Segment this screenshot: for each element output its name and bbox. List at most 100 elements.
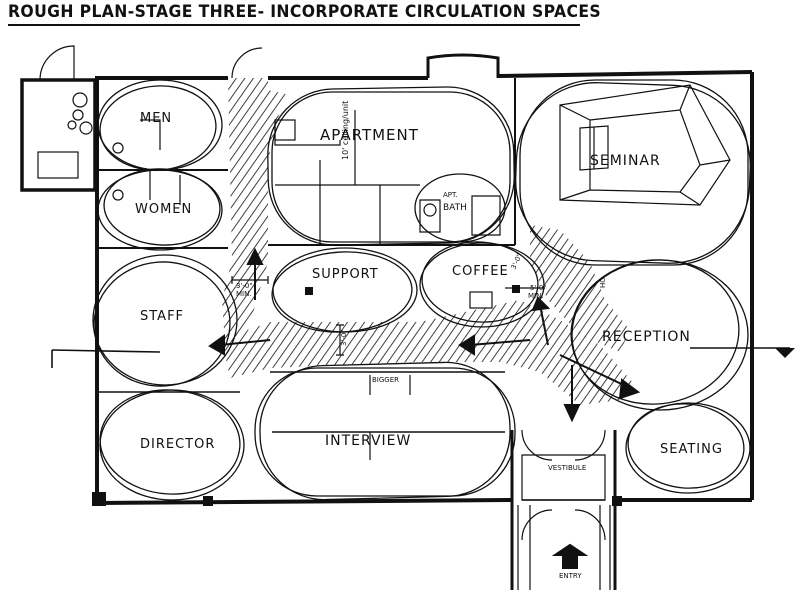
room-bubbles: [92, 79, 751, 501]
hatch-main-corridor: [222, 300, 635, 405]
seminar-bubble: [519, 79, 749, 266]
arrow-reception-east: [559, 354, 641, 400]
ceiling-note: 10' ceiling/unit: [341, 101, 350, 160]
column: [203, 496, 213, 506]
seminar-perspective: [559, 84, 731, 206]
apartment-kitchen: [274, 120, 341, 146]
bigger-note: BIGGER: [372, 376, 399, 384]
label-staff: STAFF: [140, 309, 184, 324]
min-right-unit: MIN.: [528, 292, 544, 300]
section-arrow-east: [775, 348, 795, 358]
label-coffee: COFFEE: [452, 264, 509, 279]
women-bubble: [97, 169, 223, 251]
hatch-west-corridor: [222, 78, 268, 345]
label-women: WOMEN: [135, 202, 192, 217]
men-bubble-trace: [99, 85, 217, 171]
interview-bubble-trace: [259, 361, 511, 501]
label-entry: ENTRY: [559, 572, 582, 580]
walls: [20, 45, 754, 590]
min-center-dimension: 3'-0": [340, 329, 348, 346]
section-marker-east: [775, 348, 795, 358]
arrow-west-staff: [208, 334, 271, 356]
reception-bubble-trace: [570, 259, 740, 405]
ho-note: HO: [599, 277, 607, 288]
vestibule-door-swing-top: [521, 429, 606, 461]
label-vestibule: VESTIBULE: [548, 464, 586, 472]
apartment-bubble-trace: [267, 86, 515, 246]
label-reception: RECEPTION: [602, 329, 691, 345]
apartment-grid: [275, 160, 420, 245]
restroom-partitions: [140, 119, 181, 205]
circulation-hatch: [222, 78, 635, 405]
label-interview: INTERVIEW: [325, 433, 411, 449]
coffee-counter: [469, 291, 493, 309]
shed-wall: [20, 78, 97, 192]
bath-bubble: [414, 173, 506, 243]
interior-wall-interview: [270, 371, 505, 433]
kitchen-counter: [274, 119, 296, 141]
corridor-width-note: 3'-0": [510, 252, 524, 270]
sheet-title: ROUGH PLAN-STAGE THREE- INCORPORATE CIRC…: [8, 2, 602, 22]
label-apt: APT.: [443, 191, 458, 199]
dimension-west: [231, 276, 269, 284]
label-support: SUPPORT: [312, 267, 379, 282]
shed-sink: [37, 151, 79, 179]
label-director: DIRECTOR: [140, 437, 215, 452]
north-door-swing: [231, 47, 263, 79]
bay-projection: [426, 53, 500, 78]
columns: [92, 285, 622, 506]
column: [512, 285, 520, 293]
arrow-vestibule-south: [563, 365, 581, 423]
seminar-bubble-trace: [515, 82, 751, 264]
entry-arrow: [551, 543, 589, 569]
vestibule-box: [521, 454, 606, 501]
circulation-arrows: [208, 247, 641, 569]
hatch-apartment-scribble: [268, 90, 290, 160]
shed-fixture: [67, 120, 77, 130]
staff-bubble: [92, 254, 238, 386]
support-bubble-trace: [271, 251, 413, 333]
arrow-corridor-center: [458, 334, 531, 356]
label-bath: BATH: [443, 203, 467, 213]
column: [612, 496, 622, 506]
label-apartment: APARTMENT: [320, 126, 419, 144]
support-bubble: [272, 247, 418, 333]
restroom-fixture: [112, 142, 124, 154]
restroom-fixture: [112, 189, 124, 201]
vestibule-door-swing-bottom: [521, 509, 606, 541]
seating-bubble-trace: [627, 403, 745, 489]
exterior-wall-south-west: [96, 498, 513, 505]
interview-partitions: [369, 375, 411, 460]
min-left-dimension: 3'-0": [236, 282, 253, 290]
title-underline: [8, 24, 580, 26]
coffee-bubble-trace: [421, 241, 539, 323]
min-right-dimension: 5'-0": [530, 284, 547, 292]
shed-door-swing: [39, 45, 75, 81]
shed-fixture: [79, 121, 93, 135]
arrow-north-corridor: [246, 247, 264, 300]
shed-fixture: [72, 109, 84, 121]
seminar-window: [579, 125, 609, 171]
women-bubble-trace: [103, 168, 221, 246]
seating-bubble: [625, 402, 751, 494]
director-bubble-trace: [99, 389, 241, 495]
dimension-center: [336, 324, 344, 356]
exterior-wall-north-east: [497, 70, 753, 78]
staff-bubble-trace: [93, 261, 231, 387]
arrow-reception-north: [531, 296, 551, 346]
section-cut-west: [51, 349, 161, 353]
fixtures: [37, 84, 790, 590]
coffee-bubble: [419, 242, 545, 328]
hatch-east-corridor: [530, 225, 630, 352]
bath-toilet: [423, 203, 437, 217]
entry-ramp-lines: [517, 505, 611, 590]
label-men: MEN: [140, 111, 172, 126]
label-seminar: SEMINAR: [590, 153, 661, 169]
bath-fixtures: [419, 195, 501, 236]
column: [92, 492, 106, 506]
apartment-bubble: [271, 91, 511, 243]
column: [305, 287, 313, 295]
interview-bubble: [254, 367, 516, 497]
